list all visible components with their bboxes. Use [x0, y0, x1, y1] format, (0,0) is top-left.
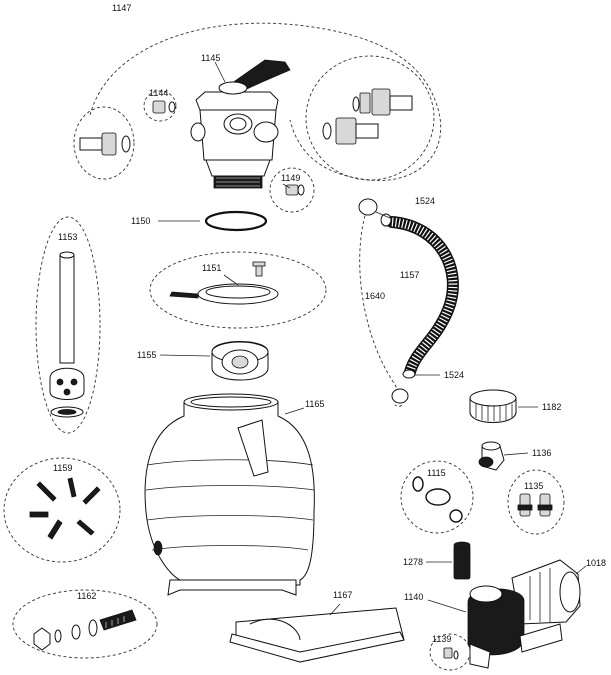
- o-ring-set-1115: [412, 476, 463, 523]
- group-1640: [359, 199, 403, 407]
- group-1147: [73, 22, 442, 213]
- fitting-1144: [152, 100, 176, 114]
- label-1167: 1167: [333, 590, 352, 600]
- pump-1018: [467, 559, 581, 669]
- label-1640: 1640: [365, 291, 385, 301]
- group-1115: [400, 460, 474, 534]
- label-1182: 1182: [542, 402, 561, 412]
- standpipe-1153: [49, 251, 85, 418]
- label-1155: 1155: [137, 350, 156, 360]
- union-connector-left: [79, 132, 131, 156]
- fitting-1136: [478, 441, 505, 471]
- group-1162: [12, 589, 158, 659]
- label-1151: 1151: [202, 263, 221, 273]
- clamp-ring-1151: [169, 261, 279, 305]
- group-1135: [507, 469, 565, 535]
- label-1524-bottom: 1524: [444, 370, 464, 380]
- leader-lines: [158, 61, 587, 616]
- label-1153: 1153: [58, 232, 77, 242]
- fitting-1149: [285, 184, 305, 196]
- label-1139: 1139: [432, 634, 451, 644]
- label-1136: 1136: [532, 448, 551, 458]
- multiport-valve-1145: [190, 59, 291, 189]
- label-1144: 1144: [149, 88, 168, 98]
- union-connectors-right: [322, 88, 413, 145]
- filter-tank-1165: [144, 393, 315, 596]
- strainer-1155: [211, 341, 269, 381]
- strainer-basket-1278: [453, 541, 471, 580]
- label-1162: 1162: [77, 591, 96, 601]
- label-1278: 1278: [403, 557, 423, 567]
- label-1018: 1018: [586, 558, 606, 568]
- label-1115: 1115: [427, 468, 446, 478]
- label-1145: 1145: [201, 53, 220, 63]
- base-1167: [229, 607, 405, 663]
- label-1140: 1140: [404, 592, 423, 602]
- label-1159: 1159: [53, 463, 72, 473]
- label-1149: 1149: [281, 173, 300, 183]
- drain-plug-1139: [443, 647, 459, 660]
- hose-seal-bottom: [391, 388, 409, 404]
- label-1147: 1147: [112, 3, 131, 13]
- cap-1182: [469, 389, 517, 423]
- drain-assembly-1162: [33, 609, 137, 651]
- hose-1157: [380, 213, 459, 379]
- group-1159: [3, 457, 121, 563]
- label-1165: 1165: [305, 399, 324, 409]
- label-1157: 1157: [400, 270, 419, 280]
- group-1153: [35, 216, 101, 434]
- label-1135: 1135: [524, 481, 543, 491]
- hose-seal-top: [358, 198, 378, 216]
- group-1139: [429, 633, 471, 671]
- label-1150: 1150: [131, 216, 150, 226]
- hose-adapters-1135: [517, 493, 553, 517]
- group-1151: [149, 251, 327, 329]
- o-ring-1150: [204, 210, 268, 232]
- label-1524-top: 1524: [415, 196, 435, 206]
- laterals-1159: [29, 477, 101, 540]
- part-labels: 1147 1145 1144 1149 1150 1151 1153 1155 …: [53, 3, 606, 644]
